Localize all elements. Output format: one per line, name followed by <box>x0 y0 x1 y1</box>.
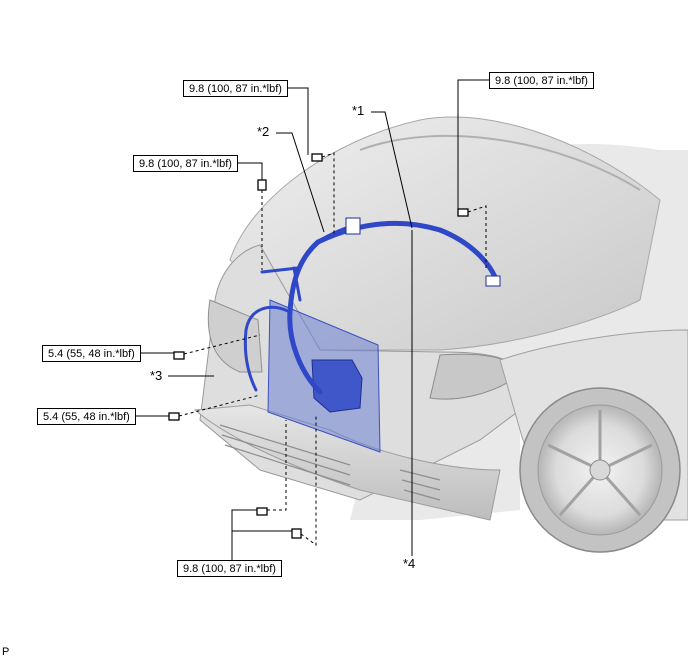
callout-2: *2 <box>257 124 270 139</box>
callout-1: *1 <box>352 103 365 118</box>
left-headlamp <box>207 299 263 373</box>
harness-clip <box>345 217 501 287</box>
callout-3: *3 <box>150 368 163 383</box>
figure-code: P <box>2 646 10 658</box>
windshield-cowl <box>359 134 641 191</box>
torque-label-hood-left-bolt: 9.8 (100, 87 in.*lbf) <box>183 80 288 97</box>
fastener-dashed-lines <box>178 152 487 546</box>
torque-label-bumper-bolts: 9.8 (100, 87 in.*lbf) <box>177 560 282 577</box>
torque-label-lower-fascia-bolt: 5.4 (55, 48 in.*lbf) <box>37 408 136 425</box>
front-wheel <box>519 387 681 553</box>
torque-label-upper-fascia-bolt: 5.4 (55, 48 in.*lbf) <box>42 345 141 362</box>
blue-component <box>311 359 363 413</box>
callout-4: *4 <box>403 556 416 571</box>
torque-label-hood-far-left-bolt: 9.8 (100, 87 in.*lbf) <box>133 155 238 172</box>
leader-lines <box>134 79 490 560</box>
torque-label-hood-right-bolt: 9.8 (100, 87 in.*lbf) <box>489 72 594 89</box>
